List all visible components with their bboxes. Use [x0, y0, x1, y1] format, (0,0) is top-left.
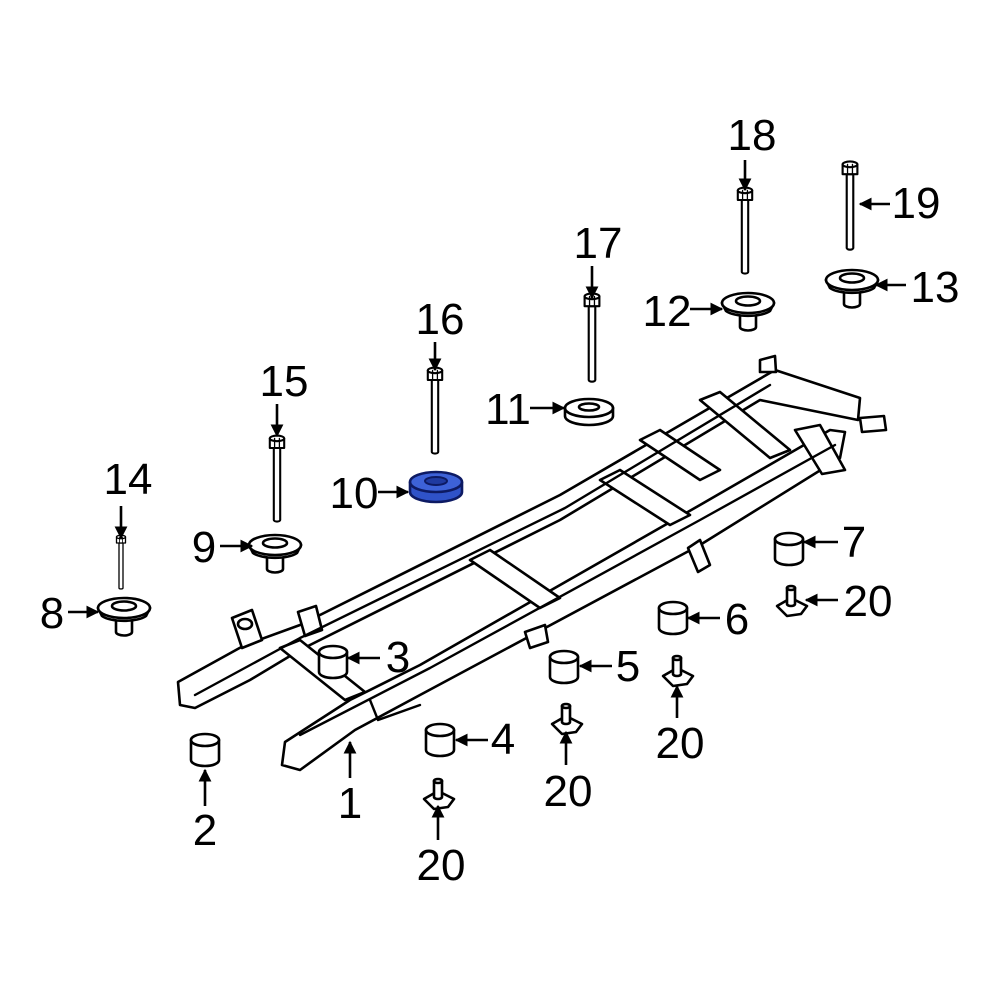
callout-20-a: 20	[417, 841, 466, 890]
callout-7: 7	[842, 518, 866, 567]
bolt-14	[115, 534, 127, 590]
cushion-2	[189, 732, 221, 768]
callout-20-b: 20	[544, 767, 593, 816]
cushion-3	[317, 644, 349, 680]
callout-19: 19	[892, 179, 941, 228]
callout-8: 8	[40, 589, 64, 638]
nutclip-20-d	[775, 584, 809, 618]
cushion-6	[657, 600, 689, 636]
mount-12	[720, 291, 776, 332]
nutclip-20-b	[550, 702, 584, 736]
mount-13	[824, 268, 880, 309]
bolt-18	[736, 186, 754, 275]
callout-18: 18	[728, 111, 777, 160]
callout-13: 13	[911, 263, 960, 312]
callout-12: 12	[643, 287, 692, 336]
callout-2: 2	[193, 806, 217, 855]
bolt-16	[426, 366, 444, 455]
callout-4: 4	[491, 715, 515, 764]
callout-17: 17	[574, 219, 623, 268]
callout-20-d: 20	[844, 577, 893, 626]
cushion-7	[773, 531, 805, 567]
callout-5: 5	[616, 642, 640, 691]
callout-1: 1	[338, 779, 362, 828]
cushion-4	[424, 722, 456, 758]
callout-11: 11	[485, 385, 531, 434]
callout-16: 16	[416, 295, 465, 344]
washer-11	[563, 397, 615, 427]
callout-14: 14	[104, 455, 153, 504]
callout-3: 3	[386, 633, 410, 682]
callout-10: 10	[330, 469, 379, 518]
cushion-5	[548, 649, 580, 685]
callout-9: 9	[192, 523, 216, 572]
nutclip-20-a	[422, 777, 456, 811]
leader-arrows	[68, 160, 906, 840]
mount-9	[247, 533, 303, 574]
bolt-19	[841, 160, 859, 251]
washer-10-highlight	[408, 470, 464, 504]
bolt-17	[583, 292, 601, 383]
mount-8	[96, 596, 152, 637]
callout-20-c: 20	[656, 719, 705, 768]
bolt-15	[268, 434, 286, 523]
nutclip-20-c	[661, 654, 695, 688]
vehicle-frame	[176, 354, 888, 772]
callout-6: 6	[725, 595, 749, 644]
callout-15: 15	[260, 357, 309, 406]
